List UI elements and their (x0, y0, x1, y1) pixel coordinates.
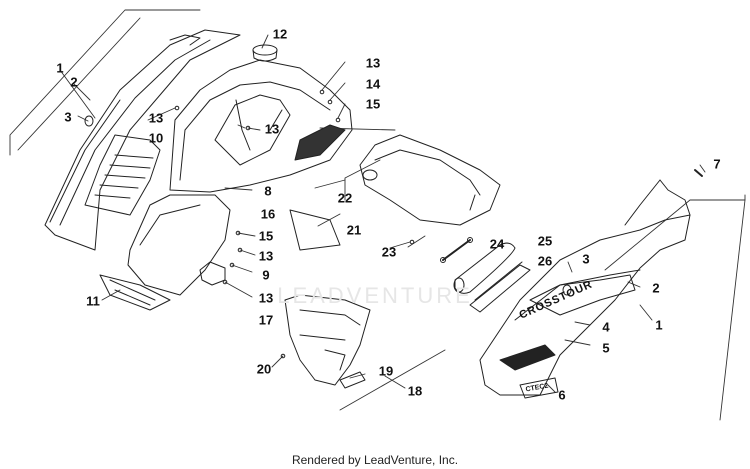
callout-label: 2 (652, 280, 660, 296)
hood-part (169, 59, 353, 193)
callout-label: 15 (258, 228, 274, 244)
callout-label: 10 (148, 130, 164, 146)
fastener-parts (174, 89, 415, 359)
callout-label: 3 (582, 251, 590, 267)
callout-label: 12 (272, 26, 288, 42)
callout-label: 24 (489, 236, 505, 252)
callout-label: 1 (655, 317, 663, 333)
callout-label: 9 (262, 267, 270, 283)
side-panel-part (479, 169, 703, 399)
filler-cap-part (252, 44, 278, 62)
callout-label: 8 (264, 183, 272, 199)
callout-label: 18 (407, 383, 423, 399)
callout-label: 5 (602, 340, 610, 356)
callout-label: 4 (602, 319, 610, 335)
callout-label: 13 (365, 55, 381, 71)
watermark: LEADVENTURE (277, 283, 473, 308)
callout-label: 13 (148, 110, 164, 126)
render-credit: Rendered by LeadVenture, Inc. (291, 453, 459, 467)
lower-panel-part (284, 294, 371, 389)
callout-label: 1 (56, 60, 64, 76)
callout-label: 13 (258, 248, 274, 264)
callout-label: 13 (264, 121, 280, 137)
vent-grille-part (84, 134, 161, 216)
clip-part (84, 115, 94, 127)
callout-label: 13 (258, 290, 274, 306)
callout-label: 22 (337, 190, 353, 206)
callout-label: 6 (558, 387, 566, 403)
nose-fairing-part (127, 194, 231, 296)
headlight-lens-part (99, 274, 171, 311)
callout-label: 16 (260, 206, 276, 222)
leader-lines (9, 9, 746, 421)
callout-label: 7 (713, 156, 721, 172)
tube-part (453, 242, 516, 294)
callout-label: 17 (258, 312, 274, 328)
callout-label: 14 (365, 76, 381, 92)
callout-label: 3 (64, 109, 72, 125)
bracket-part (199, 261, 226, 286)
console-storage-part (359, 134, 501, 226)
callout-label: 20 (256, 361, 272, 377)
callout-label: 26 (537, 253, 553, 269)
windshield-part (44, 29, 241, 251)
strap-part (440, 237, 473, 263)
window-panel-part (289, 209, 341, 251)
callout-label: 21 (346, 222, 362, 238)
callout-label: 2 (70, 74, 78, 90)
callout-label: 11 (86, 293, 100, 309)
callout-label: 15 (365, 96, 381, 112)
callout-label: 25 (537, 233, 553, 249)
callout-label: 19 (378, 363, 394, 379)
tube-holder-part (469, 261, 531, 313)
callout-label: 23 (381, 244, 397, 260)
